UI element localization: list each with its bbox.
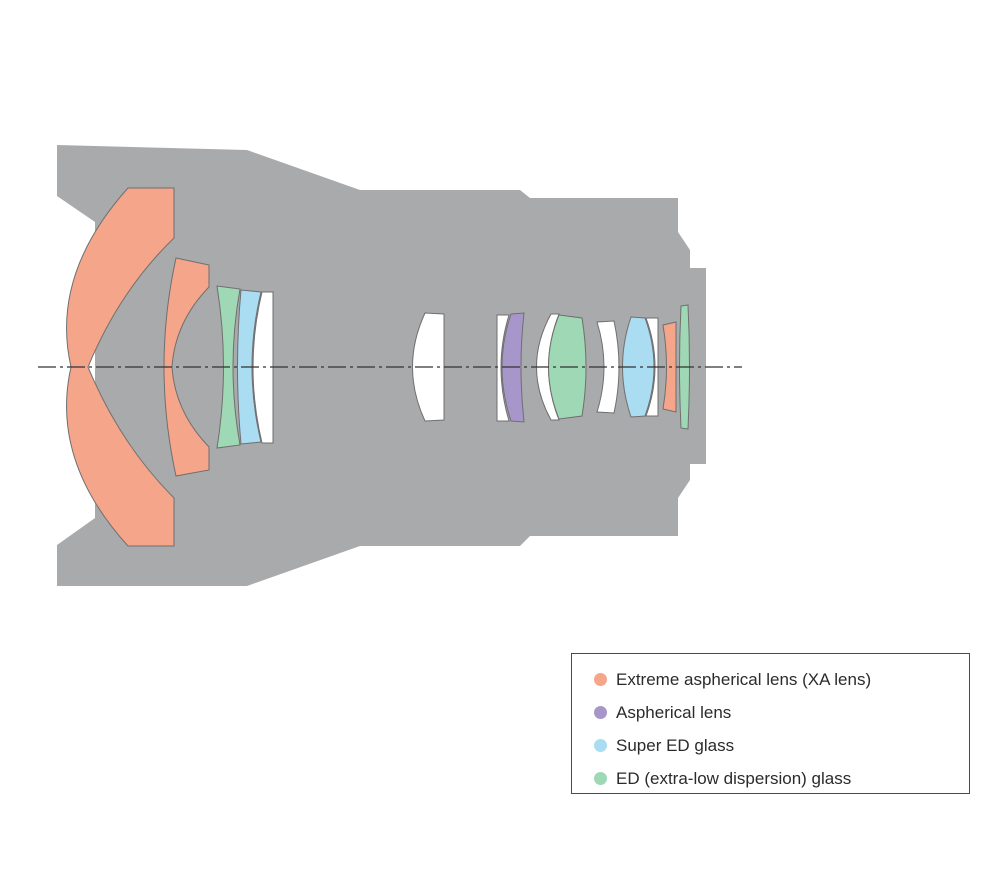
legend-item-ed-glass: ED (extra-low dispersion) glass [594, 762, 969, 795]
legend-label: Extreme aspherical lens (XA lens) [616, 669, 872, 689]
lens-element-xa-1 [66, 187, 175, 547]
legend-label: Super ED glass [616, 735, 735, 755]
legend-item-aspherical-lens: Aspherical lens [594, 696, 969, 729]
lens-element-plain-3 [496, 314, 510, 422]
legend: Extreme aspherical lens (XA lens) Aspher… [571, 653, 970, 794]
legend-swatch-aspherical-lens [594, 706, 607, 719]
lens-element-xa-2 [163, 257, 210, 477]
lens-element-plain-6 [645, 317, 659, 417]
legend-swatch-super-ed-glass [594, 739, 607, 752]
legend-item-super-ed-glass: Super ED glass [594, 729, 969, 762]
legend-swatch-ed-glass [594, 772, 607, 785]
lens-element-plain-5 [596, 320, 620, 414]
lens-element-super-ed-2 [622, 316, 655, 418]
legend-item-xa-lens: Extreme aspherical lens (XA lens) [594, 663, 969, 696]
legend-swatch-xa-lens [594, 673, 607, 686]
legend-label: ED (extra-low dispersion) glass [616, 768, 852, 788]
legend-label: Aspherical lens [616, 702, 732, 722]
lens-barrel [57, 145, 706, 586]
